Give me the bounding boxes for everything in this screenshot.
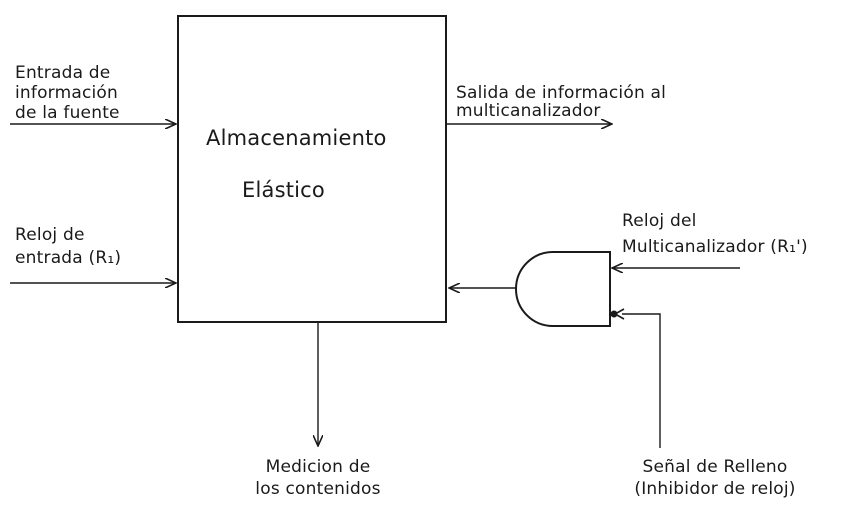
input-clock-label-1: Reloj de [15,225,85,245]
mux-clock-label-1: Reloj del [622,211,697,231]
source-input-label-2: información [15,83,118,103]
output-label-1: Salida de información al [456,83,667,103]
output-label-2: multicanalizador [456,101,601,121]
box-title-line2: Elástico [242,178,325,202]
box-title-line1: Almacenamiento [206,126,387,150]
measurement-label-2: los contenidos [255,479,381,499]
mux-clock-label-2: Multicanalizador (R₁') [622,237,808,257]
measurement-label-1: Medicion de [265,457,371,477]
fill-signal-label-2: (Inhibidor de reloj) [634,479,796,499]
and-gate [515,251,611,327]
source-input-label-3: de la fuente [15,103,120,123]
inversion-bubble [610,310,618,318]
input-clock-label-2: entrada (R₁) [15,248,122,268]
fill-signal-line [622,313,661,448]
source-input-label-1: Entrada de [15,63,111,83]
elastic-storage-block [177,15,447,323]
fill-signal-label-1: Señal de Relleno [642,457,788,477]
